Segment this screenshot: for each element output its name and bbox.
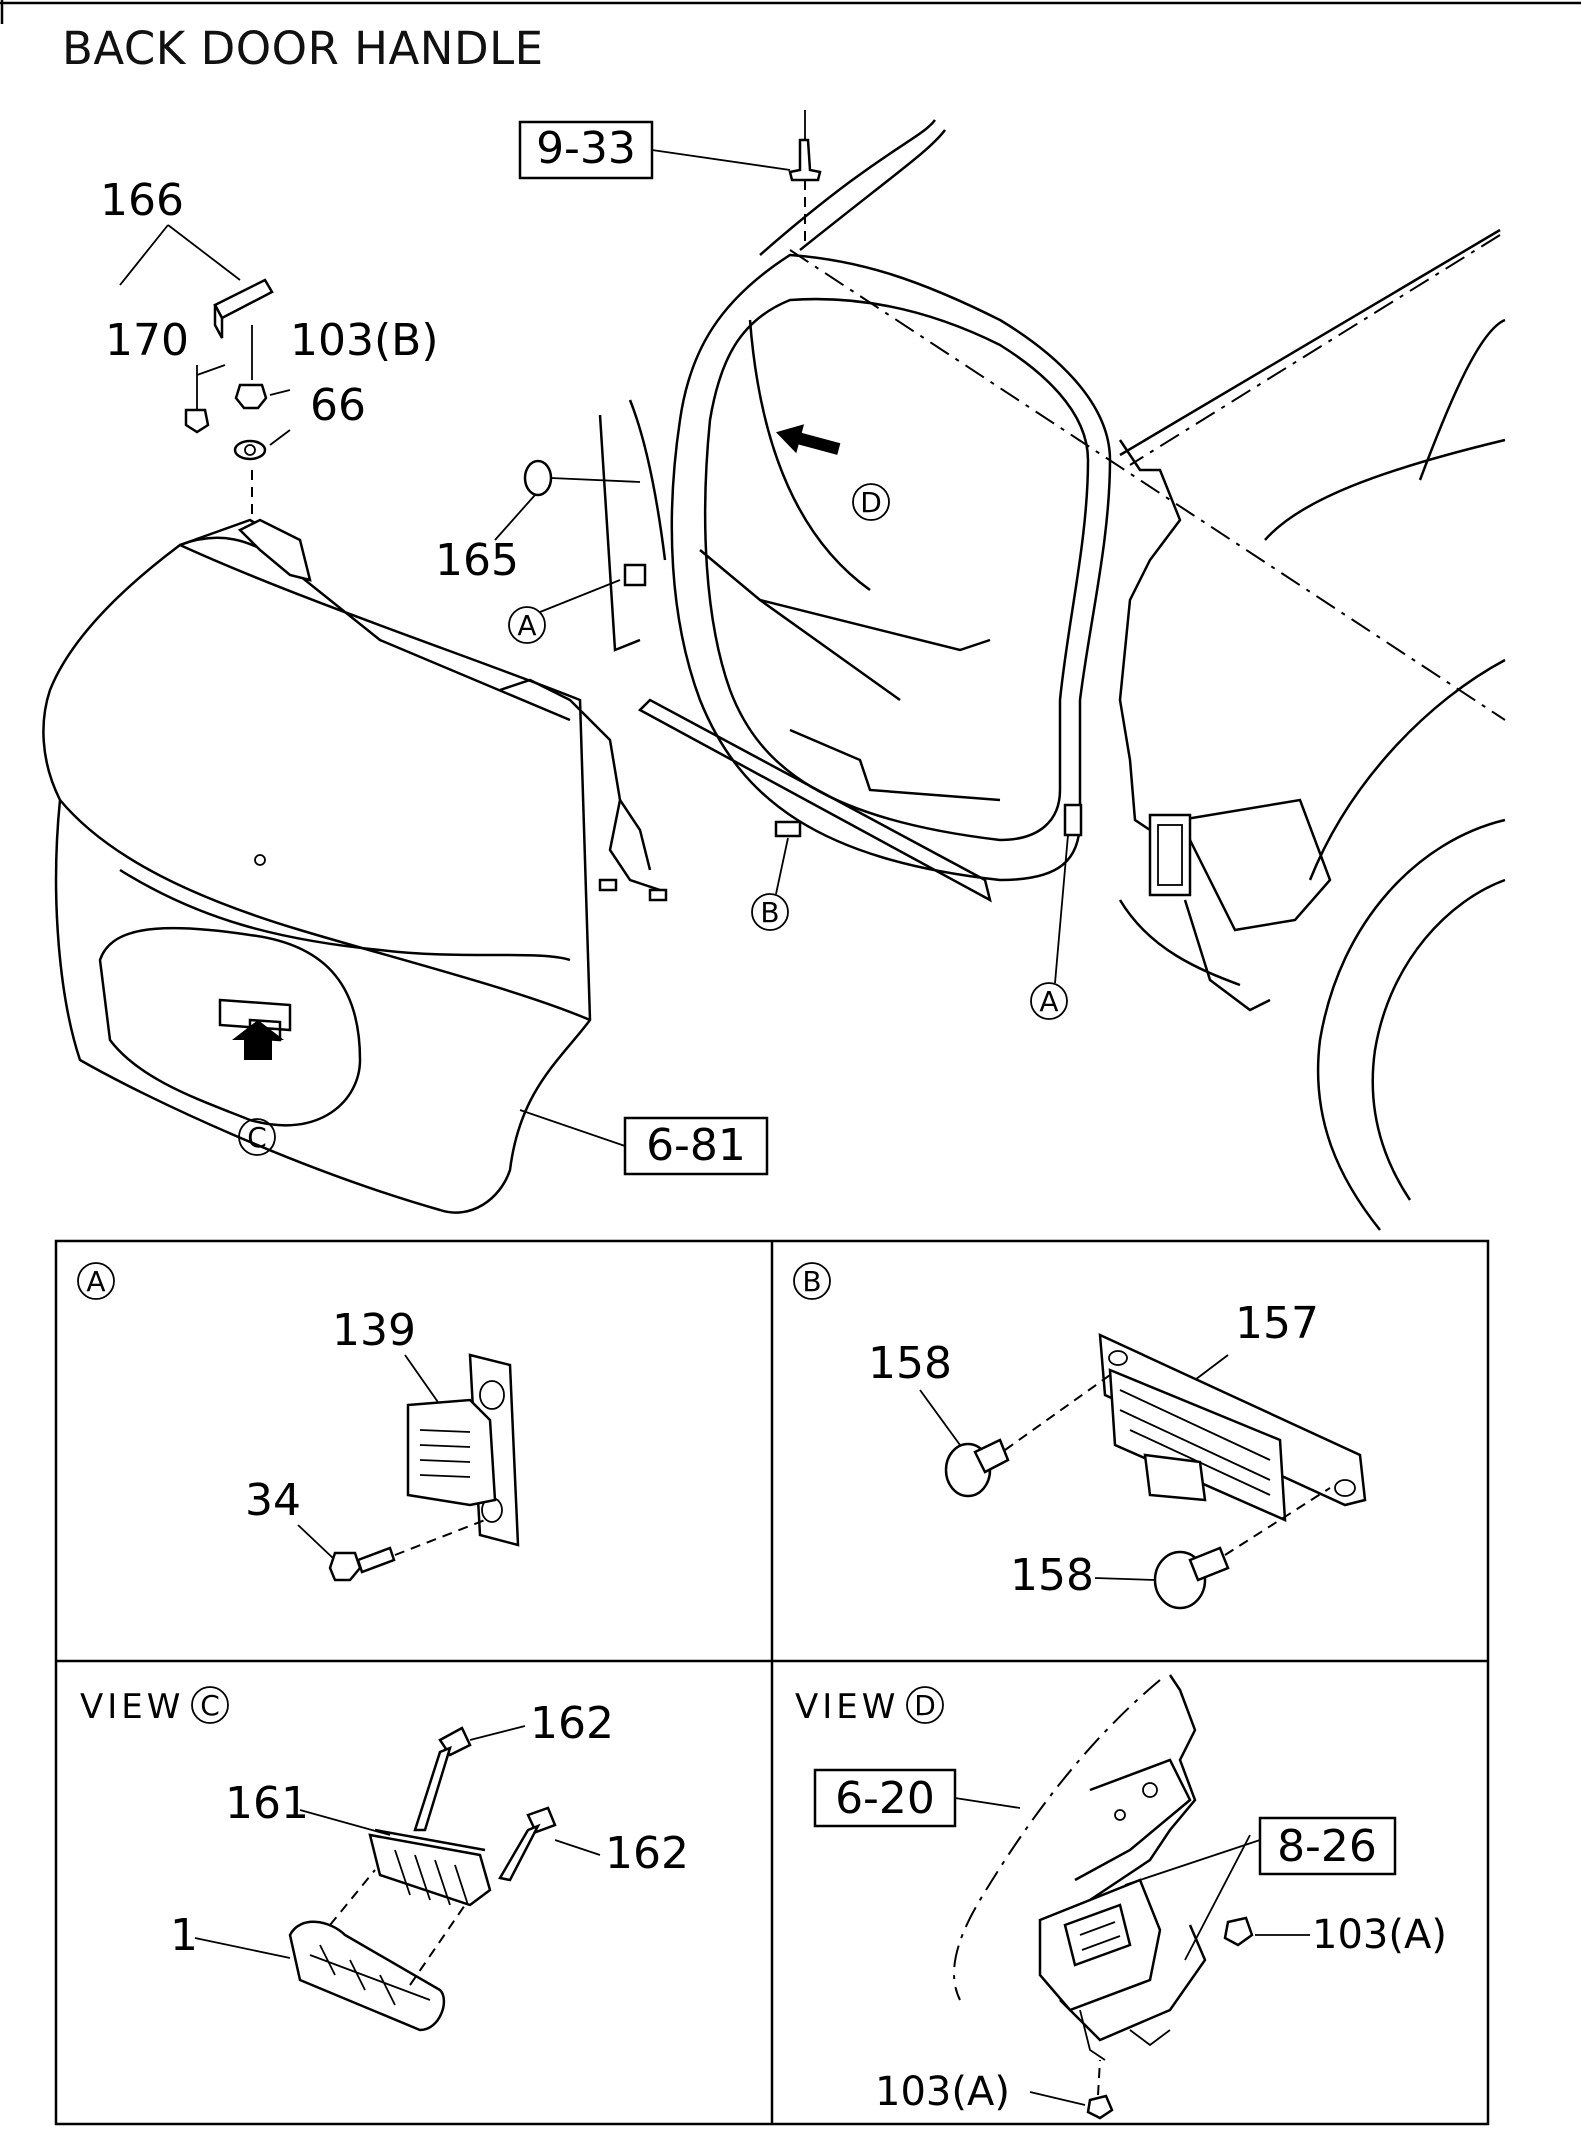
label-158-bottom: 158	[1010, 1550, 1094, 1601]
callout-b: B	[760, 896, 779, 929]
label-103a-bottom: 103(A)	[875, 2069, 1010, 2115]
label-34: 34	[245, 1475, 301, 1526]
label-139: 139	[332, 1305, 416, 1356]
panel-c-view: VIEW	[80, 1687, 184, 1727]
panel-c-tag: C	[200, 1689, 220, 1722]
ref-8-26: 8-26	[1277, 1821, 1377, 1872]
detail-panels	[54, 1239, 1490, 2126]
ref-9-33: 9-33	[536, 123, 636, 174]
label-165: 165	[435, 535, 519, 586]
callout-a-left: A	[517, 609, 536, 642]
ref-6-20: 6-20	[835, 1773, 935, 1824]
ref-box-8-26	[1258, 1816, 1397, 1876]
label-161: 161	[225, 1778, 309, 1829]
label-162-right: 162	[605, 1828, 689, 1879]
label-1: 1	[170, 1910, 198, 1961]
ref-box-9-33	[518, 120, 654, 180]
label-166: 166	[100, 175, 184, 226]
label-170: 170	[105, 315, 189, 366]
label-158-top: 158	[868, 1338, 952, 1389]
panel-d: VIEW D 6-20 8-26 103(A) 103(A)	[795, 1674, 1447, 2120]
panel-b: B 157 158 158	[793, 1262, 1367, 1610]
panel-c: VIEW C 162 161 162 1	[80, 1686, 689, 2032]
ref-6-81: 6-81	[646, 1120, 746, 1171]
ref-box-6-81	[623, 1116, 769, 1176]
panel-b-tag: B	[802, 1265, 821, 1298]
label-162-top: 162	[530, 1698, 614, 1749]
panel-a-tag: A	[86, 1265, 105, 1298]
panel-d-view: VIEW	[795, 1687, 899, 1727]
label-103a-right: 103(A)	[1312, 1912, 1447, 1958]
panel-d-tag: D	[914, 1689, 936, 1722]
label-66: 66	[310, 380, 366, 431]
diagram-title: BACK DOOR HANDLE	[62, 22, 544, 75]
vehicle-body-drawing	[42, 119, 1506, 1231]
label-157: 157	[1235, 1298, 1319, 1349]
panel-a: A 139 34	[77, 1262, 520, 1582]
callout-a-right: A	[1039, 985, 1058, 1018]
callout-c: C	[247, 1121, 267, 1154]
label-103b: 103(B)	[290, 315, 439, 366]
main-callouts: 9-33 166 170 103(B) 66 165 A B A	[100, 110, 1069, 1176]
callout-d: D	[860, 486, 882, 519]
